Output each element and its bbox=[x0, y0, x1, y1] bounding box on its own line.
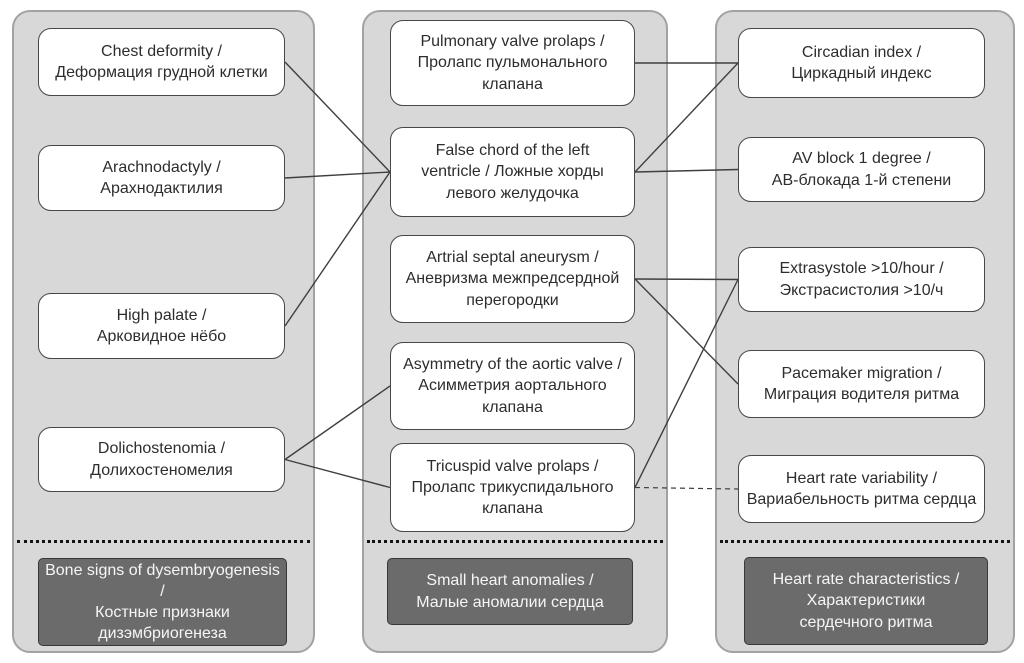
dotted-separator bbox=[367, 540, 663, 543]
node-extrasystole: Extrasystole >10/hour / Экстрасистолия >… bbox=[738, 247, 985, 312]
node-high-palate: High palate / Арковидное нёбо bbox=[38, 293, 285, 359]
category-footer-heart-rate-characteristics: Heart rate characteristics / Характерист… bbox=[744, 557, 988, 645]
dotted-separator bbox=[720, 540, 1010, 543]
node-dolichostenomia: Dolichostenomia / Долихостеномелия bbox=[38, 427, 285, 492]
node-aortic-valve-asymmetry: Asymmetry of the aortic valve / Асимметр… bbox=[390, 342, 635, 430]
node-heart-rate-variability: Heart rate variability / Вариабельность … bbox=[738, 455, 985, 523]
node-av-block-1-degree: AV block 1 degree / АВ-блокада 1-й степе… bbox=[738, 137, 985, 202]
node-chest-deformity: Chest deformity / Деформация грудной кле… bbox=[38, 28, 285, 96]
category-footer-small-heart-anomalies: Small heart anomalies / Малые аномалии с… bbox=[387, 558, 633, 625]
dotted-separator bbox=[17, 540, 310, 543]
node-arachnodactyly: Arachnodactyly / Арахнодактилия bbox=[38, 145, 285, 211]
node-tricuspid-valve-prolaps: Tricuspid valve prolaps / Пролапс трикус… bbox=[390, 443, 635, 532]
node-circadian-index: Circadian index / Циркадный индекс bbox=[738, 28, 985, 98]
node-false-chord-left-ventricle: False chord of the left ventricle / Ложн… bbox=[390, 127, 635, 217]
node-pulmonary-valve-prolaps: Pulmonary valve prolaps / Пролапс пульмо… bbox=[390, 20, 635, 106]
panel-heart-rate-characteristics bbox=[715, 10, 1015, 653]
node-atrial-septal-aneurysm: Artrial septal aneurysm / Аневризма межп… bbox=[390, 235, 635, 323]
node-pacemaker-migration: Pacemaker migration / Миграция водителя … bbox=[738, 350, 985, 418]
panel-small-heart-anomalies bbox=[362, 10, 668, 653]
category-footer-bone-signs: Bone signs of dysembryogenesis / Костные… bbox=[38, 558, 287, 646]
